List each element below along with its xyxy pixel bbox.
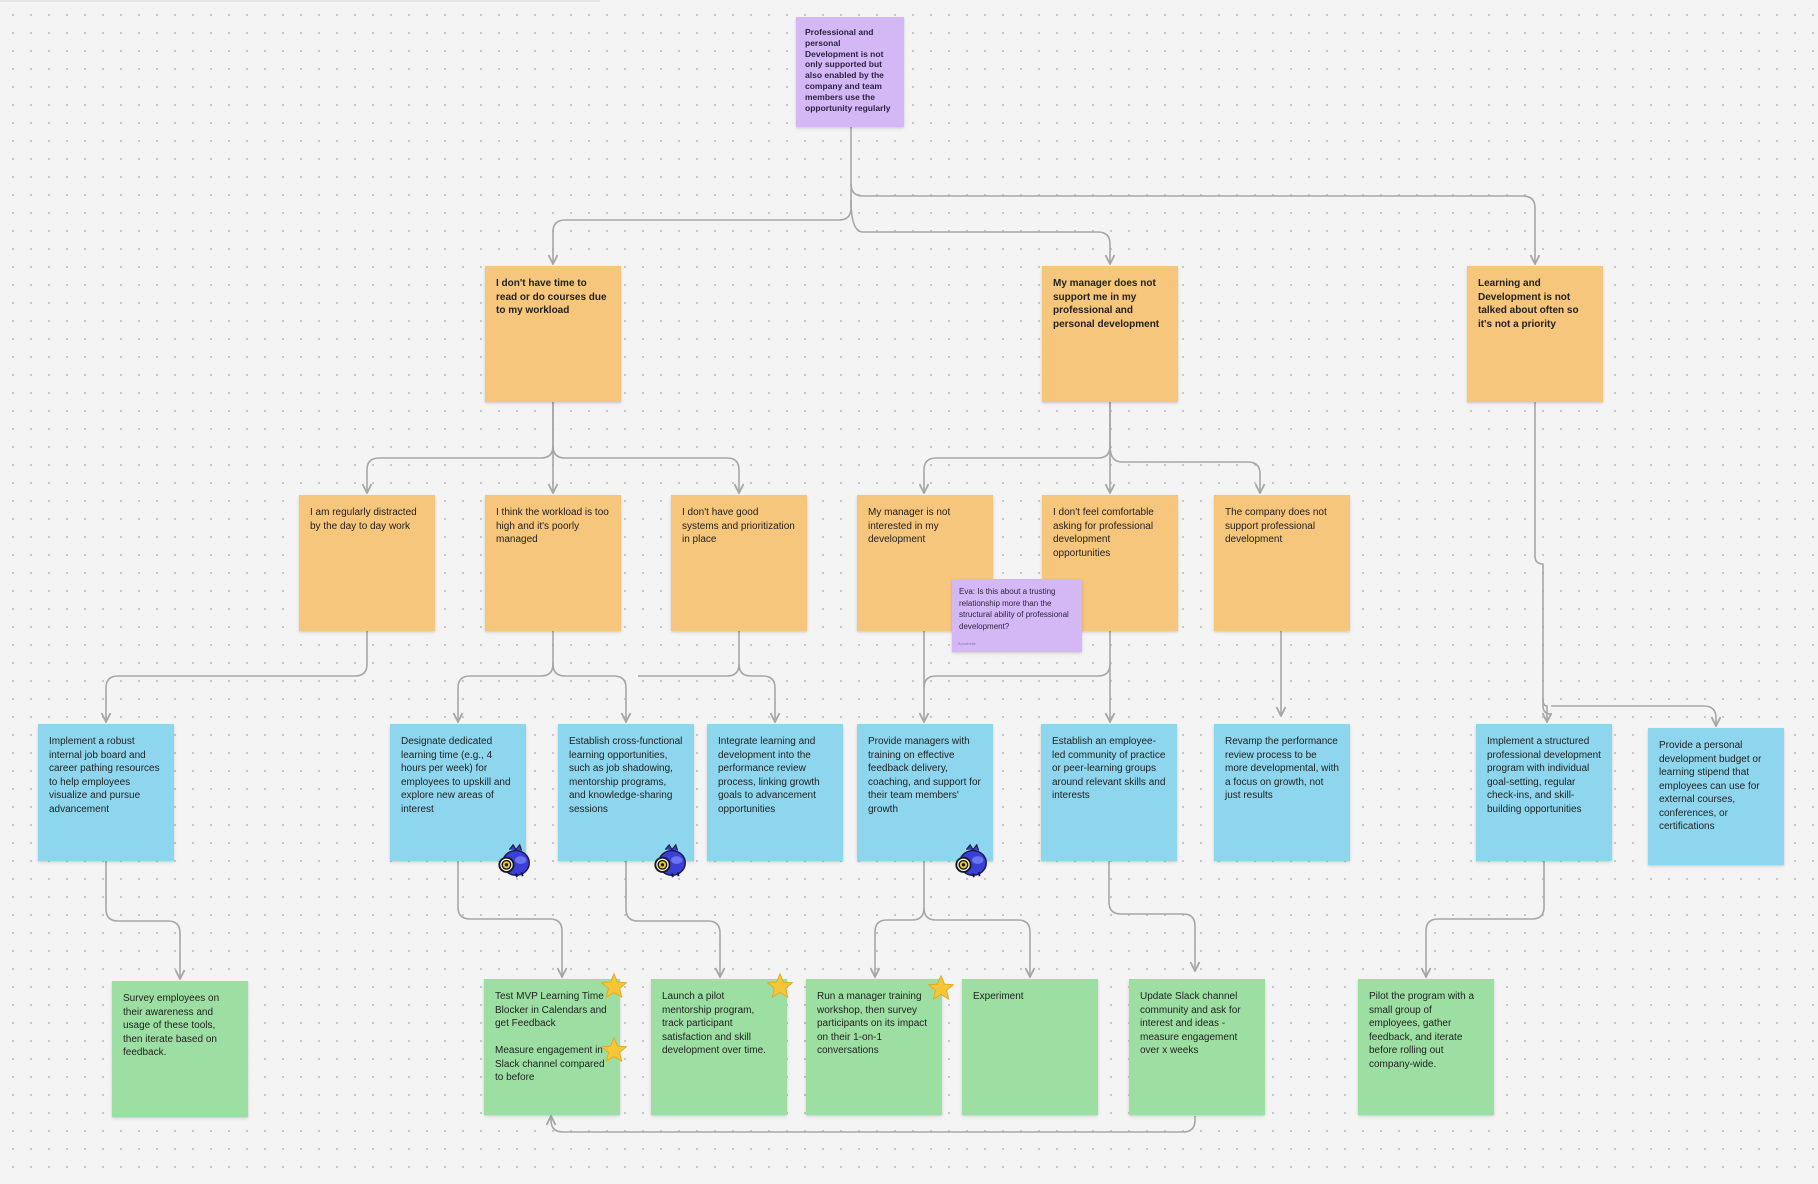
connector-p3-to-solutions xyxy=(1534,402,1552,715)
solution-text: Integrate learning and development into … xyxy=(718,736,820,815)
cause-sticky-workload-high[interactable]: I think the workload is too high and it'… xyxy=(485,495,621,631)
star-sticker-icon[interactable] xyxy=(600,972,628,1000)
solution-text: Implement a robust internal job board an… xyxy=(49,736,160,815)
star-sticker-icon[interactable] xyxy=(927,974,955,1002)
connector-root-to-problem-2 xyxy=(850,199,1110,264)
experiment-text: Survey employees on their awareness and … xyxy=(123,993,220,1058)
solution-sticky-community[interactable]: Establish an employee-led community of p… xyxy=(1041,724,1177,861)
experiment-text: Test MVP Learning Time Blocker in Calend… xyxy=(495,991,607,1083)
connector-p3-to-solution-9 xyxy=(1551,705,1716,726)
problem-sticky-not-priority[interactable]: Learning and Development is not talked a… xyxy=(1467,266,1603,402)
experiment-text: Update Slack channel community and ask f… xyxy=(1140,991,1241,1056)
cause-sticky-systems[interactable]: I don't have good systems and prioritiza… xyxy=(671,495,807,631)
blue-monster-avatar-icon[interactable] xyxy=(652,842,690,880)
connector-root-to-problem-3 xyxy=(850,183,1535,264)
connector-solution-5-to-exp-4 xyxy=(875,861,925,977)
solution-sticky-stipend[interactable]: Provide a personal development budget or… xyxy=(1648,728,1784,865)
connector-solution-5-to-exp-5 xyxy=(923,907,1030,977)
blue-monster-avatar-icon[interactable] xyxy=(953,842,991,880)
solution-sticky-cross-functional[interactable]: Establish cross-functional learning oppo… xyxy=(558,724,694,861)
connector-p2-to-cause-4 xyxy=(924,402,1111,493)
experiment-sticky-placeholder[interactable]: Experiment xyxy=(962,979,1098,1115)
experiment-sticky-manager-workshop[interactable]: Run a manager training workshop, then su… xyxy=(806,979,942,1115)
solution-text: Designate dedicated learning time (e.g.,… xyxy=(401,736,511,815)
connector-p1-to-cause-3 xyxy=(552,445,739,493)
solution-text: Provide a personal development budget or… xyxy=(1659,740,1762,832)
problem-text: I don't have time to read or do courses … xyxy=(496,278,607,316)
comment-sticky[interactable]: Eva: Is this about a trusting relationsh… xyxy=(952,579,1082,652)
solution-sticky-structured-program[interactable]: Implement a structured professional deve… xyxy=(1476,724,1612,861)
problem-text: Learning and Development is not talked a… xyxy=(1478,278,1579,330)
experiment-text: Experiment xyxy=(973,991,1024,1002)
experiment-text: Pilot the program with a small group of … xyxy=(1369,991,1475,1070)
connector-solution-8-to-exp-7 xyxy=(1426,861,1545,977)
blue-monster-avatar-icon[interactable] xyxy=(496,842,534,880)
cause-sticky-distracted[interactable]: I am regularly distracted by the day to … xyxy=(299,495,435,631)
experiment-sticky-slack-channel[interactable]: Update Slack channel community and ask f… xyxy=(1129,979,1265,1115)
star-sticker-icon[interactable] xyxy=(766,972,794,1000)
cause-text: I don't have good systems and prioritiza… xyxy=(682,507,795,545)
connector-p3-to-solution-8 xyxy=(1543,699,1547,722)
cause-sticky-company-support[interactable]: The company does not support professiona… xyxy=(1214,495,1350,631)
connector-exp-6-to-exp-2 xyxy=(551,1116,1196,1133)
cause-text: I am regularly distracted by the day to … xyxy=(310,507,417,532)
problem-sticky-manager-support[interactable]: My manager does not support me in my pro… xyxy=(1042,266,1178,402)
solution-text: Establish cross-functional learning oppo… xyxy=(569,736,683,815)
experiment-sticky-pilot-program[interactable]: Pilot the program with a small group of … xyxy=(1358,979,1494,1115)
solution-text: Implement a structured professional deve… xyxy=(1487,736,1601,815)
problem-sticky-workload[interactable]: I don't have time to read or do courses … xyxy=(485,266,621,402)
solution-sticky-job-board[interactable]: Implement a robust internal job board an… xyxy=(38,724,174,861)
connector-solution-6-to-exp-6 xyxy=(1108,861,1195,971)
star-sticker-icon[interactable] xyxy=(600,1036,628,1064)
root-goal-sticky[interactable]: Professional and personal Development is… xyxy=(796,17,904,127)
experiment-sticky-mentorship-pilot[interactable]: Launch a pilot mentorship program, track… xyxy=(651,979,787,1115)
toolbar-edge xyxy=(0,0,600,2)
connector-p1-to-cause-1 xyxy=(367,402,554,493)
experiment-sticky-learning-time-blocker[interactable]: Test MVP Learning Time Blocker in Calend… xyxy=(484,979,620,1115)
connector-solution-1-to-exp-1 xyxy=(105,861,180,979)
solution-text: Revamp the performance review process to… xyxy=(1225,736,1339,801)
cause-text: I don't feel comfortable asking for prof… xyxy=(1053,507,1154,559)
experiment-text: Run a manager training workshop, then su… xyxy=(817,991,928,1056)
solution-sticky-learning-time[interactable]: Designate dedicated learning time (e.g.,… xyxy=(390,724,526,861)
experiment-sticky-survey[interactable]: Survey employees on their awareness and … xyxy=(112,981,248,1117)
solution-sticky-manager-training[interactable]: Provide managers with training on effect… xyxy=(857,724,993,861)
solution-sticky-performance-review[interactable]: Integrate learning and development into … xyxy=(707,724,843,861)
connector-p2-to-cause-6 xyxy=(1109,445,1260,493)
comment-text: Eva: Is this about a trusting relationsh… xyxy=(959,587,1069,631)
cause-sticky-manager-not-interested[interactable]: My manager is not interested in my devel… xyxy=(857,495,993,631)
comment-author: Annabelle xyxy=(958,641,976,646)
solution-text: Establish an employee-led community of p… xyxy=(1052,736,1166,801)
cause-text: My manager is not interested in my devel… xyxy=(868,507,951,545)
connector-cause-2-to-solution-3 xyxy=(552,663,626,722)
connector-cause-2-to-solution-2 xyxy=(458,631,554,722)
cause-text: The company does not support professiona… xyxy=(1225,507,1327,545)
solution-sticky-revamp-review[interactable]: Revamp the performance review process to… xyxy=(1214,724,1350,861)
cause-text: I think the workload is too high and it'… xyxy=(496,507,609,545)
root-goal-text: Professional and personal Development is… xyxy=(805,27,891,113)
solution-text: Provide managers with training on effect… xyxy=(868,736,981,815)
connector-cause-1-to-solution-1 xyxy=(106,631,368,722)
connector-root-to-problem-1 xyxy=(553,127,852,264)
connector-cause-3-to-solution-4 xyxy=(738,663,775,722)
connector-cause-3-to-solution-3 xyxy=(638,631,740,677)
experiment-text: Launch a pilot mentorship program, track… xyxy=(662,991,766,1056)
problem-text: My manager does not support me in my pro… xyxy=(1053,278,1160,330)
